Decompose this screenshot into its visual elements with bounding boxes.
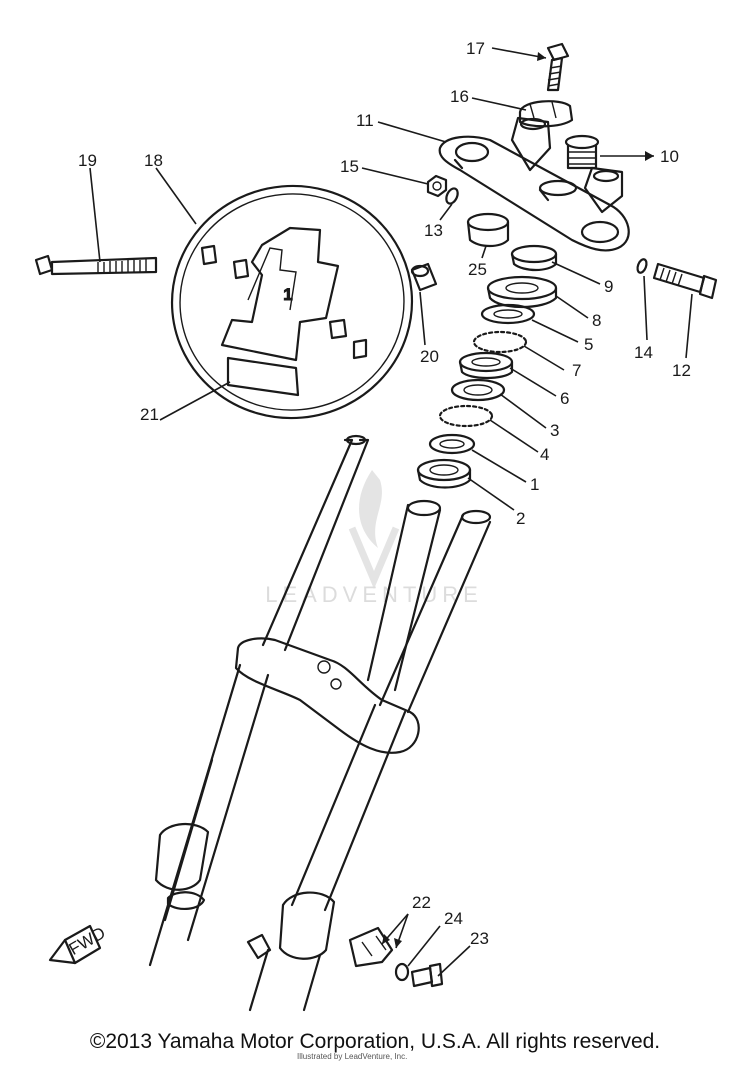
forward-arrow-icon: FWD <box>48 923 109 965</box>
callout-2: 2 <box>516 509 525 528</box>
cable-guide <box>348 926 394 968</box>
callout-7: 7 <box>572 361 581 380</box>
holder-bolt <box>546 42 570 92</box>
washer-13 <box>445 187 459 205</box>
callout-8: 8 <box>592 311 601 330</box>
callout-21: 21 <box>140 405 159 424</box>
callout-10: 10 <box>660 147 679 166</box>
spacer-collar <box>410 262 438 292</box>
callout-16: 16 <box>450 87 469 106</box>
ring-nut <box>510 244 558 272</box>
long-bolt <box>34 254 158 276</box>
callout-22: 22 <box>412 893 431 912</box>
bolt-23 <box>410 962 444 988</box>
callout-labels: 17 16 11 10 15 19 18 13 25 9 8 5 7 6 3 4… <box>78 39 691 948</box>
callout-25: 25 <box>468 260 487 279</box>
bearing-stack <box>416 275 558 489</box>
callout-14: 14 <box>634 343 653 362</box>
steering-stem-bolt <box>564 134 600 170</box>
callout-3: 3 <box>550 421 559 440</box>
nut <box>426 174 448 198</box>
pinch-bolt <box>652 262 718 300</box>
callout-1: 1 <box>530 475 539 494</box>
callout-4: 4 <box>540 445 549 464</box>
callout-5: 5 <box>584 335 593 354</box>
callout-13: 13 <box>424 221 443 240</box>
callout-9: 9 <box>604 277 613 296</box>
handle-holder-upper <box>518 100 574 128</box>
collar-25 <box>466 212 510 248</box>
front-fork-assembly <box>148 434 492 1012</box>
number-plate: 1 <box>170 184 414 420</box>
callout-11: 11 <box>356 111 374 130</box>
upper-bracket <box>438 116 630 252</box>
washer-14 <box>636 258 648 274</box>
svg-text:LEADVENTURE: LEADVENTURE <box>265 582 483 607</box>
callout-19: 19 <box>78 151 97 170</box>
callout-6: 6 <box>560 389 569 408</box>
washer-24 <box>394 962 410 982</box>
callout-18: 18 <box>144 151 163 170</box>
callout-24: 24 <box>444 909 463 928</box>
small-credit: Illustrated by LeadVenture, Inc. <box>297 1052 408 1061</box>
leader-lines <box>89 47 693 977</box>
copyright-notice: ©2013 Yamaha Motor Corporation, U.S.A. A… <box>89 1030 661 1053</box>
callout-23: 23 <box>470 929 489 948</box>
callout-15: 15 <box>340 157 359 176</box>
plate-number: 1 <box>283 285 292 304</box>
callout-17: 17 <box>466 39 485 58</box>
watermark: LEADVENTURE <box>265 470 483 607</box>
callout-12: 12 <box>672 361 691 380</box>
callout-20: 20 <box>420 347 439 366</box>
